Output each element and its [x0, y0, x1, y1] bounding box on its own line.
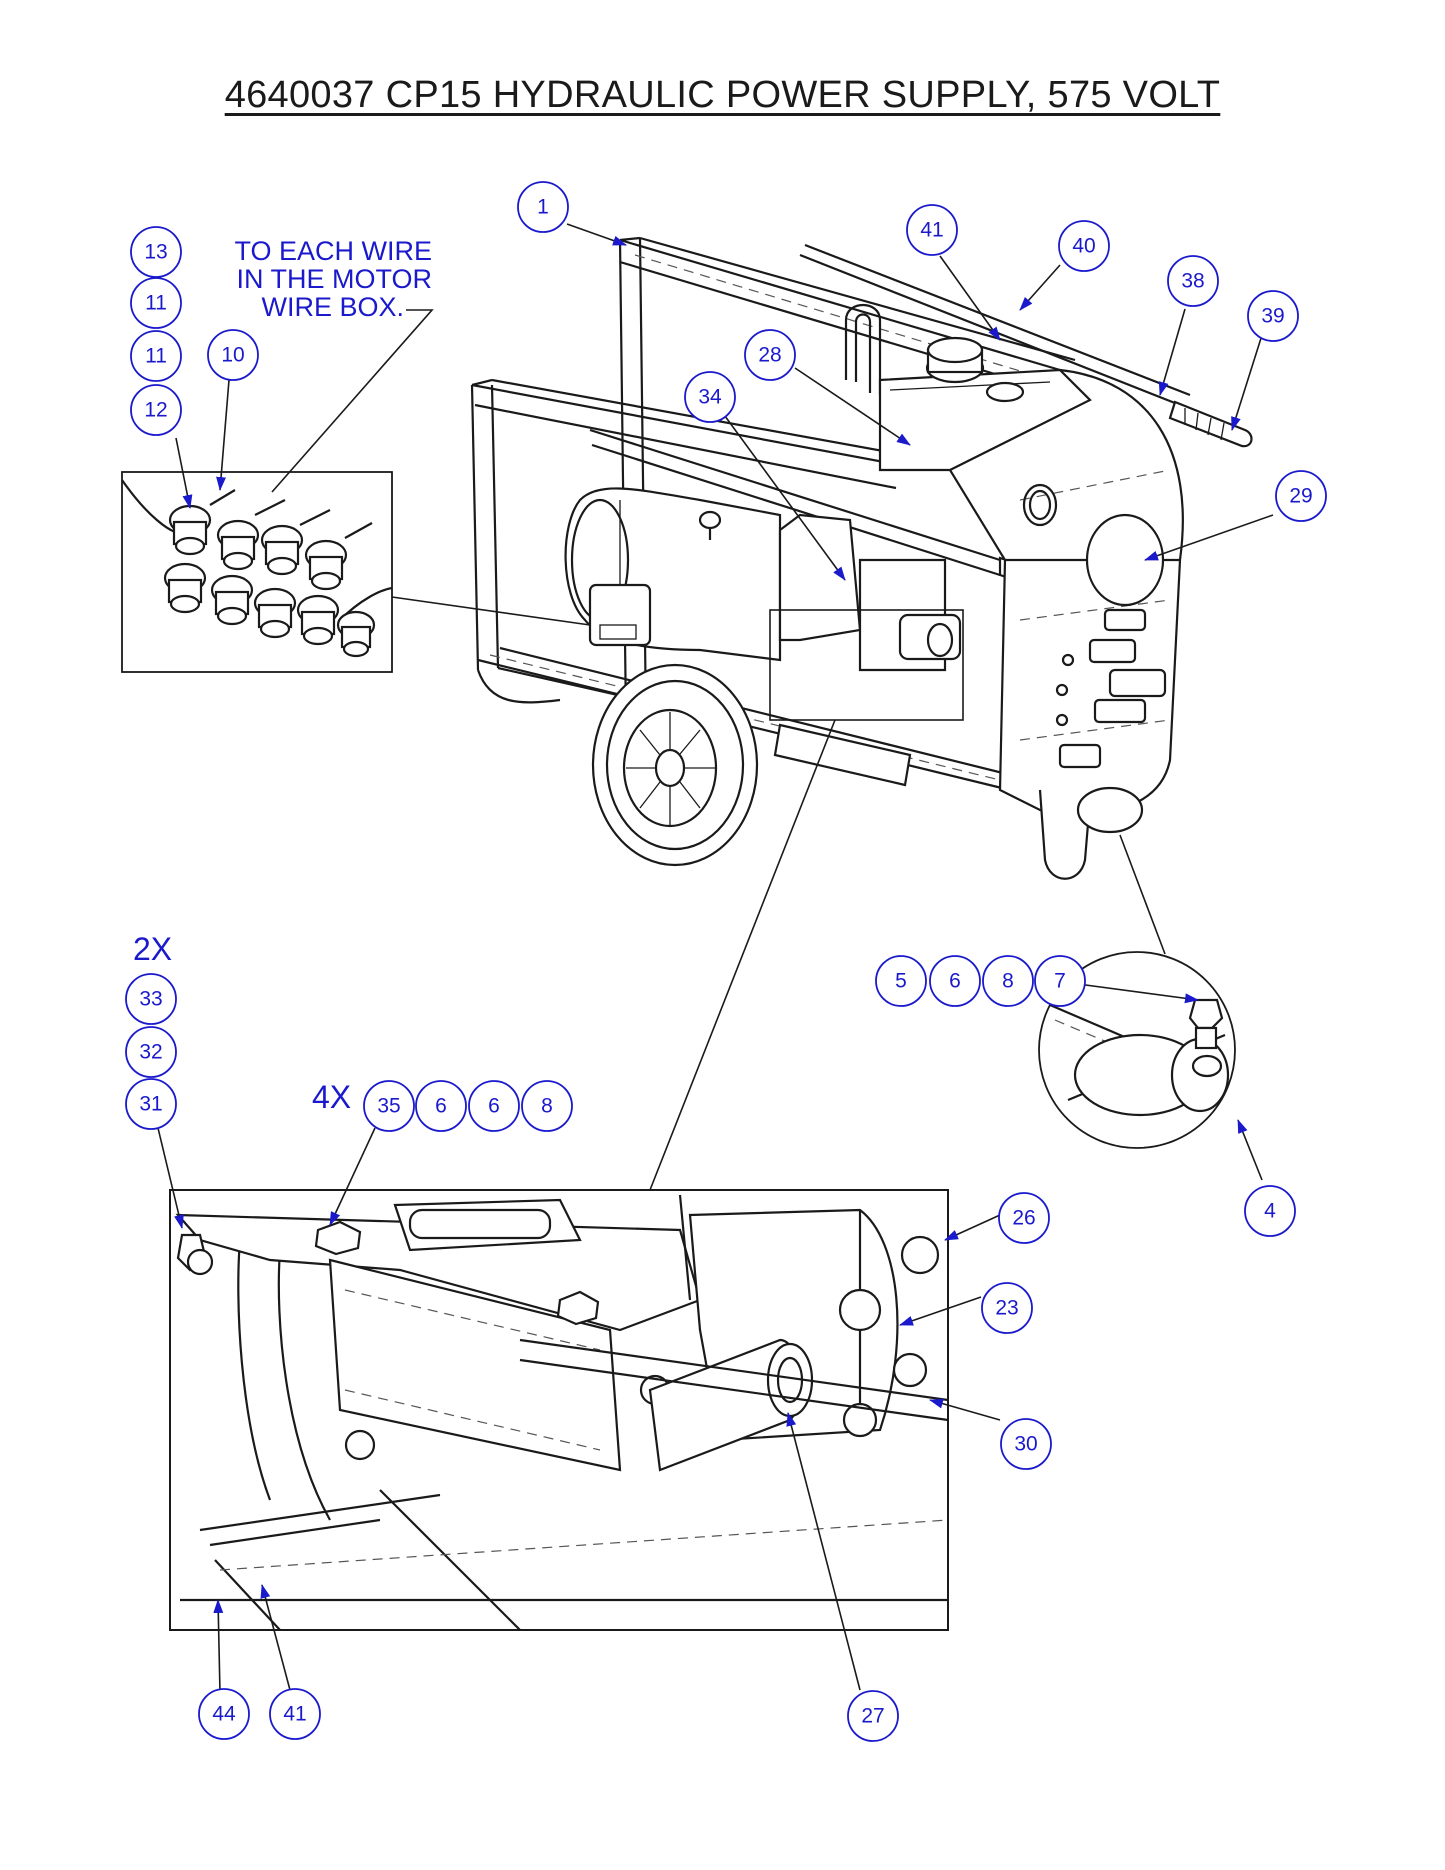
callout-4: 4	[1244, 1185, 1296, 1237]
svg-text:44: 44	[212, 1703, 236, 1726]
svg-text:35: 35	[377, 1095, 400, 1118]
callout-11-b: 11	[130, 330, 182, 382]
callout-8-a: 8	[982, 955, 1034, 1007]
svg-text:29: 29	[1289, 485, 1312, 508]
svg-text:6: 6	[488, 1095, 500, 1118]
svg-text:33: 33	[139, 988, 162, 1011]
svg-text:5: 5	[895, 970, 907, 993]
svg-text:1: 1	[537, 196, 549, 219]
svg-text:10: 10	[221, 344, 244, 367]
callout-28: 28	[744, 329, 796, 381]
callout-29: 29	[1275, 470, 1327, 522]
callout-39: 39	[1247, 290, 1299, 342]
callout-30: 30	[1000, 1418, 1052, 1470]
foot-zoom-leader	[1119, 834, 1166, 955]
svg-text:7: 7	[1054, 970, 1066, 993]
svg-text:41: 41	[283, 1703, 306, 1726]
svg-text:27: 27	[861, 1705, 884, 1728]
callout-33: 33	[125, 973, 177, 1025]
svg-text:12: 12	[144, 399, 167, 422]
callout-13: 13	[130, 226, 182, 278]
callout-40: 40	[1058, 220, 1110, 272]
callout-41-bottom: 41	[269, 1688, 321, 1740]
svg-text:26: 26	[1012, 1207, 1035, 1230]
svg-text:34: 34	[698, 386, 722, 409]
svg-text:38: 38	[1181, 270, 1204, 293]
callout-35: 35	[363, 1080, 415, 1132]
main-assembly-illustration	[470, 236, 1253, 880]
note-line-1: TO EACH WIRE	[234, 236, 432, 266]
svg-text:32: 32	[139, 1041, 162, 1064]
wirebox-leader	[391, 596, 591, 626]
note-line-2: IN THE MOTOR	[236, 264, 432, 294]
callout-41-top: 41	[906, 204, 958, 256]
callout-11-a: 11	[130, 277, 182, 329]
callout-38: 38	[1167, 255, 1219, 307]
svg-text:4: 4	[1264, 1200, 1276, 1223]
svg-text:8: 8	[541, 1095, 553, 1118]
svg-text:30: 30	[1014, 1433, 1037, 1456]
svg-text:6: 6	[435, 1095, 447, 1118]
callout-6-a: 6	[929, 955, 981, 1007]
callout-7: 7	[1034, 955, 1086, 1007]
callout-10: 10	[207, 329, 259, 381]
wire-note: TO EACH WIRE IN THE MOTOR WIRE BOX.	[234, 236, 434, 493]
svg-text:41: 41	[920, 219, 943, 242]
svg-text:11: 11	[145, 292, 167, 315]
callout-8-b: 8	[521, 1080, 573, 1132]
callout-23: 23	[981, 1282, 1033, 1334]
callout-12: 12	[130, 384, 182, 436]
callout-26: 26	[998, 1192, 1050, 1244]
svg-text:40: 40	[1072, 235, 1095, 258]
callout-leaders	[157, 223, 1274, 1694]
svg-text:39: 39	[1261, 305, 1284, 328]
svg-text:31: 31	[139, 1093, 162, 1116]
callout-1: 1	[517, 181, 569, 233]
callout-5: 5	[875, 955, 927, 1007]
callout-44: 44	[198, 1688, 250, 1740]
callout-6-b: 6	[415, 1080, 467, 1132]
svg-text:8: 8	[1002, 970, 1014, 993]
qty-4x-label: 4X	[312, 1079, 351, 1115]
foot-zoom-detail	[1038, 951, 1236, 1149]
drawing-title: 4640037 CP15 HYDRAULIC POWER SUPPLY, 575…	[224, 74, 1221, 116]
svg-text:11: 11	[145, 345, 167, 368]
note-line-3: WIRE BOX.	[261, 292, 404, 322]
svg-text:6: 6	[949, 970, 961, 993]
callout-27: 27	[847, 1690, 899, 1742]
pump-detail-leader	[649, 719, 836, 1191]
callout-32: 32	[125, 1026, 177, 1078]
qty-2x-label: 2X	[133, 931, 172, 967]
callout-34: 34	[684, 371, 736, 423]
callout-6-c: 6	[468, 1080, 520, 1132]
wire-nut-detail	[121, 471, 393, 673]
svg-text:28: 28	[758, 344, 781, 367]
pump-detail	[169, 1189, 949, 1631]
svg-text:23: 23	[995, 1297, 1018, 1320]
svg-text:13: 13	[144, 241, 167, 264]
callout-31: 31	[125, 1078, 177, 1130]
